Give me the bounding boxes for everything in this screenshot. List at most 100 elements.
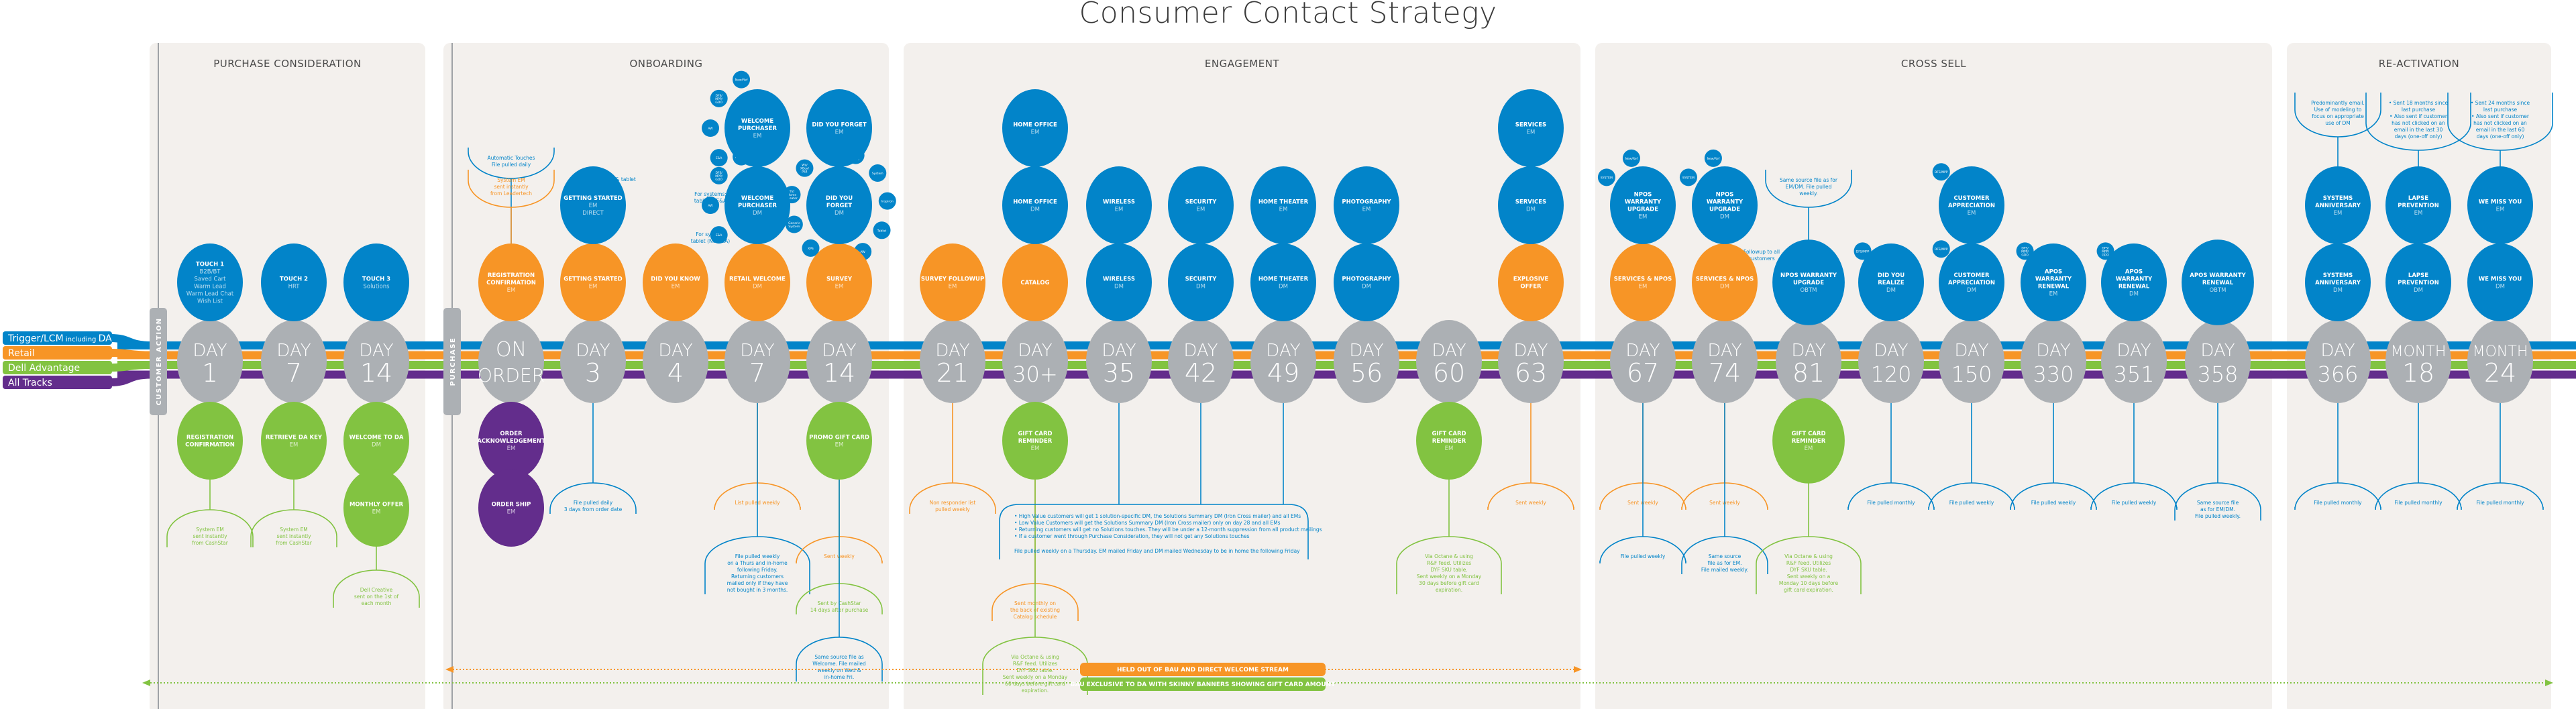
milestone-circle bbox=[2467, 320, 2533, 403]
touchpoint-channel: EM bbox=[589, 203, 598, 209]
touchpoint-title: ORDER bbox=[500, 431, 523, 437]
callout-arc bbox=[1681, 536, 1768, 574]
side-label: Followup to all bbox=[1743, 249, 1780, 255]
touchpoint-title: DID YOU bbox=[826, 195, 853, 202]
milestone-circle bbox=[1776, 320, 1841, 403]
callout-arc bbox=[250, 509, 337, 547]
segment-tag-label: MPP/ bbox=[715, 174, 722, 178]
callout-text: has not clicked on an bbox=[2392, 120, 2445, 126]
callout-text: on a Thurs and in-home bbox=[727, 560, 788, 566]
callout-text: Predominantly email. bbox=[2311, 100, 2365, 106]
segment-tag-dot bbox=[878, 192, 896, 210]
milestone-label: DAY bbox=[822, 341, 856, 361]
touchpoint-catalog[interactable]: CATALOG bbox=[1002, 243, 1068, 321]
touchpoint-circle bbox=[1086, 166, 1152, 244]
callout-text: in-home Fri. bbox=[824, 674, 855, 680]
callout-text: file as for EM. bbox=[1708, 560, 1742, 566]
callout-text: Automatic Touches bbox=[488, 155, 535, 161]
